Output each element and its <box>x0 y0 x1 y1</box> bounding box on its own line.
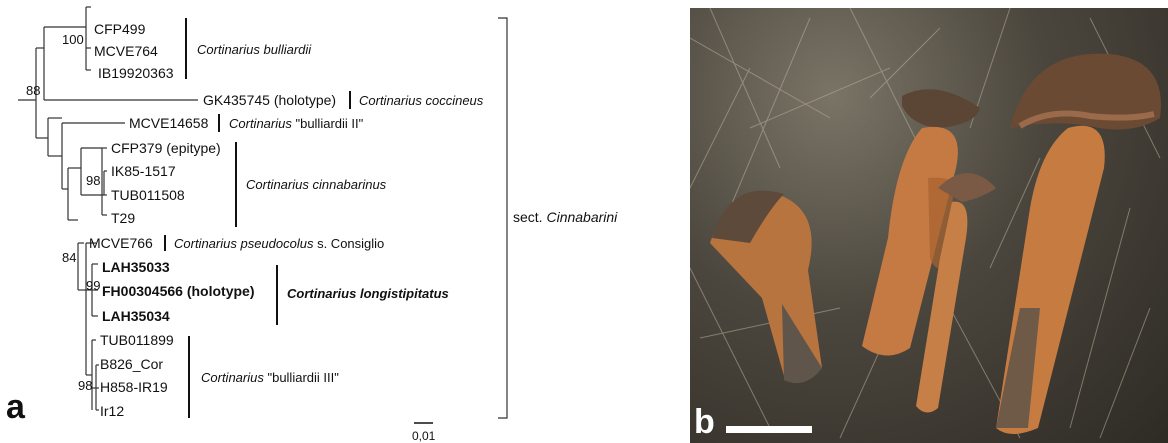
mushroom-left <box>710 191 822 383</box>
section-bracket <box>498 18 507 418</box>
taxon-label: CFP499 <box>94 21 146 37</box>
species-label: Cortinarius "bulliardii II" <box>229 116 364 131</box>
section-label: sect. Cinnabarini <box>513 209 618 225</box>
taxon-label: CFP379 (epitype) <box>111 140 221 156</box>
support-98-bulliardii-iii: 98 <box>78 378 92 393</box>
panel-b-letter: b <box>694 403 715 442</box>
taxon-label-new: LAH35034 <box>102 308 170 324</box>
species-label: Cortinarius cinnabarinus <box>246 177 387 192</box>
taxon-label: MCVE766 <box>89 235 153 251</box>
support-99: 99 <box>86 278 100 293</box>
taxon-label: GK435745 (holotype) <box>203 92 336 108</box>
species-label: Cortinarius bulliardii <box>197 42 312 57</box>
taxon-label: IK85-1517 <box>111 163 176 179</box>
support-84: 84 <box>62 250 76 265</box>
phylogenetic-tree: 100 88 98 84 99 98 CFP499 MCVE764 IB1992… <box>0 0 690 443</box>
species-label: Cortinarius "bulliardii III" <box>201 370 339 385</box>
photo-scale-bar <box>726 426 812 433</box>
photo-illustration <box>690 8 1168 443</box>
mushroom-center <box>862 89 996 412</box>
support-100: 100 <box>62 32 84 47</box>
taxon-label: T29 <box>111 210 135 226</box>
mushroom-photo: b <box>690 8 1168 443</box>
mushroom-right <box>996 54 1161 434</box>
taxon-label: Ir12 <box>100 403 124 419</box>
taxon-label: B826_Cor <box>100 356 163 372</box>
taxon-label: MCVE764 <box>94 43 158 59</box>
taxon-label: MCVE14658 <box>129 115 209 131</box>
species-label: Cortinarius coccineus <box>359 93 484 108</box>
taxon-label-new: FH00304566 (holotype) <box>102 283 255 299</box>
support-88: 88 <box>26 83 40 98</box>
taxon-label-new: LAH35033 <box>102 259 170 275</box>
taxon-label: IB19920363 <box>98 65 174 81</box>
species-label: Cortinarius pseudocolus s. Consiglio <box>174 236 384 251</box>
taxon-label: TUB011899 <box>100 332 174 348</box>
scale-label: 0,01 <box>412 429 436 443</box>
taxon-label: H858-IR19 <box>100 379 168 395</box>
panel-a-letter: a <box>6 388 25 427</box>
clade-bars <box>165 18 350 418</box>
species-label: Cortinarius longistipitatus <box>287 286 449 301</box>
taxon-label: TUB011508 <box>111 187 185 203</box>
support-98-cinnabarinus: 98 <box>86 173 100 188</box>
